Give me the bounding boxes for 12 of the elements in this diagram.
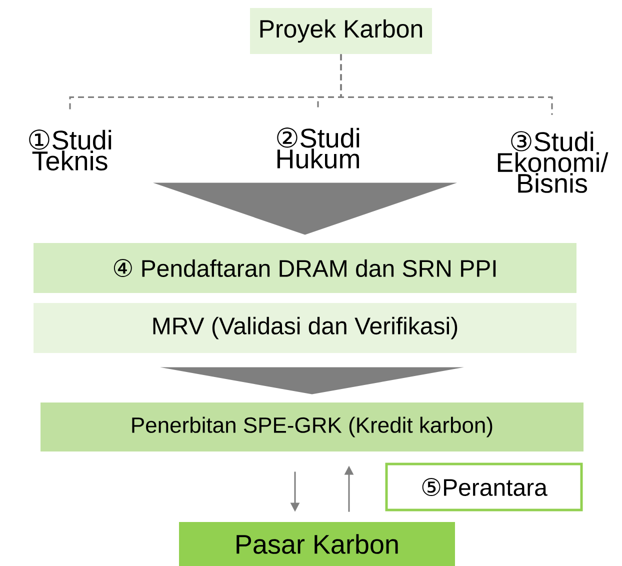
chevron-arrow [160,367,464,394]
process-box: Penerbitan SPE-GRK (Kredit karbon) [40,402,584,452]
chevron-arrow [153,182,457,235]
process-box: Proyek Karbon [250,8,432,54]
step-label: ③Studi Ekonomi/ Bisnis [498,131,608,193]
process-box: ⑤Perantara [385,462,583,512]
process-box: ④ Pendaftaran DRAM dan SRN PPI [34,243,576,293]
step-label: ①Studi Teknis [29,130,112,171]
connector-line [340,54,553,115]
process-box: MRV (Validasi dan Verifikasi) [34,303,576,353]
step-label: ②Studi Hukum [277,128,360,169]
process-box: Pasar Karbon [179,522,455,566]
